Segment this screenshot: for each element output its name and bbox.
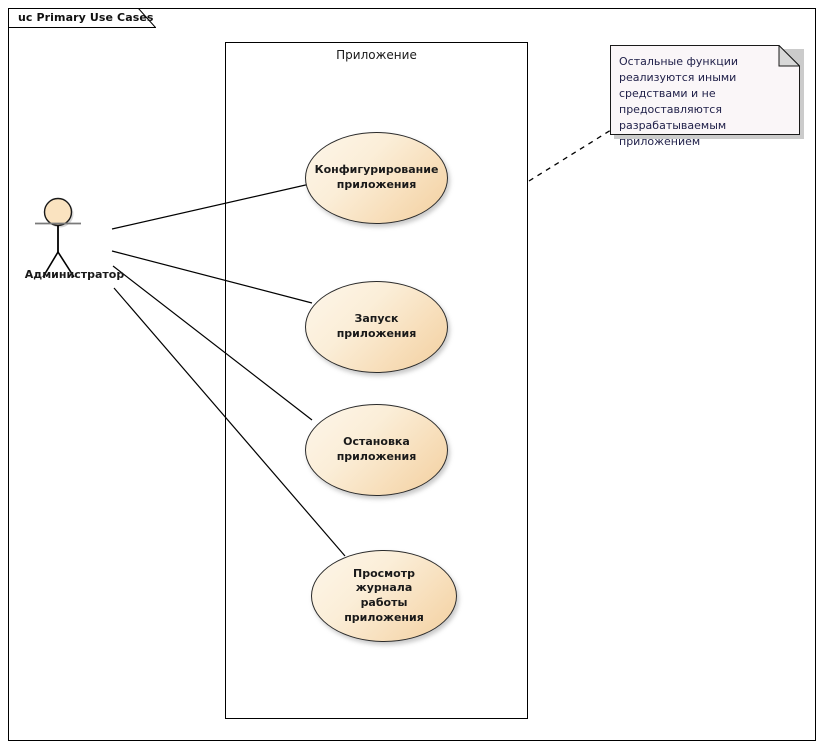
note-text: Остальные функции реализуются иными сред…: [619, 55, 739, 148]
actor-label: Администратор: [24, 268, 125, 281]
use-case-view-log[interactable]: Просмотр журнала работы приложения: [311, 550, 457, 642]
use-case-configure[interactable]: Конфигурирование приложения: [305, 132, 448, 224]
actor-administrator[interactable]: [18, 180, 128, 288]
system-boundary-label: Приложение: [336, 48, 417, 62]
use-case-start[interactable]: Запуск приложения: [305, 281, 448, 373]
note-shape: [610, 45, 800, 135]
stick-figure-actor-icon: [35, 197, 81, 278]
diagram-title-label: uc Primary Use Cases: [18, 11, 154, 24]
diagram-frame: [8, 8, 816, 741]
use-case-start-label: Запуск приложения: [336, 312, 417, 340]
use-case-configure-label: Конфигурирование приложения: [314, 163, 439, 191]
title-tab-shape: [8, 8, 156, 28]
use-case-stop-label: Остановка приложения: [336, 435, 417, 463]
use-case-stop[interactable]: Остановка приложения: [305, 404, 448, 496]
note-comment[interactable]: Остальные функции реализуются иными сред…: [610, 45, 804, 148]
use-case-view-log-label: Просмотр журнала работы приложения: [344, 566, 424, 624]
